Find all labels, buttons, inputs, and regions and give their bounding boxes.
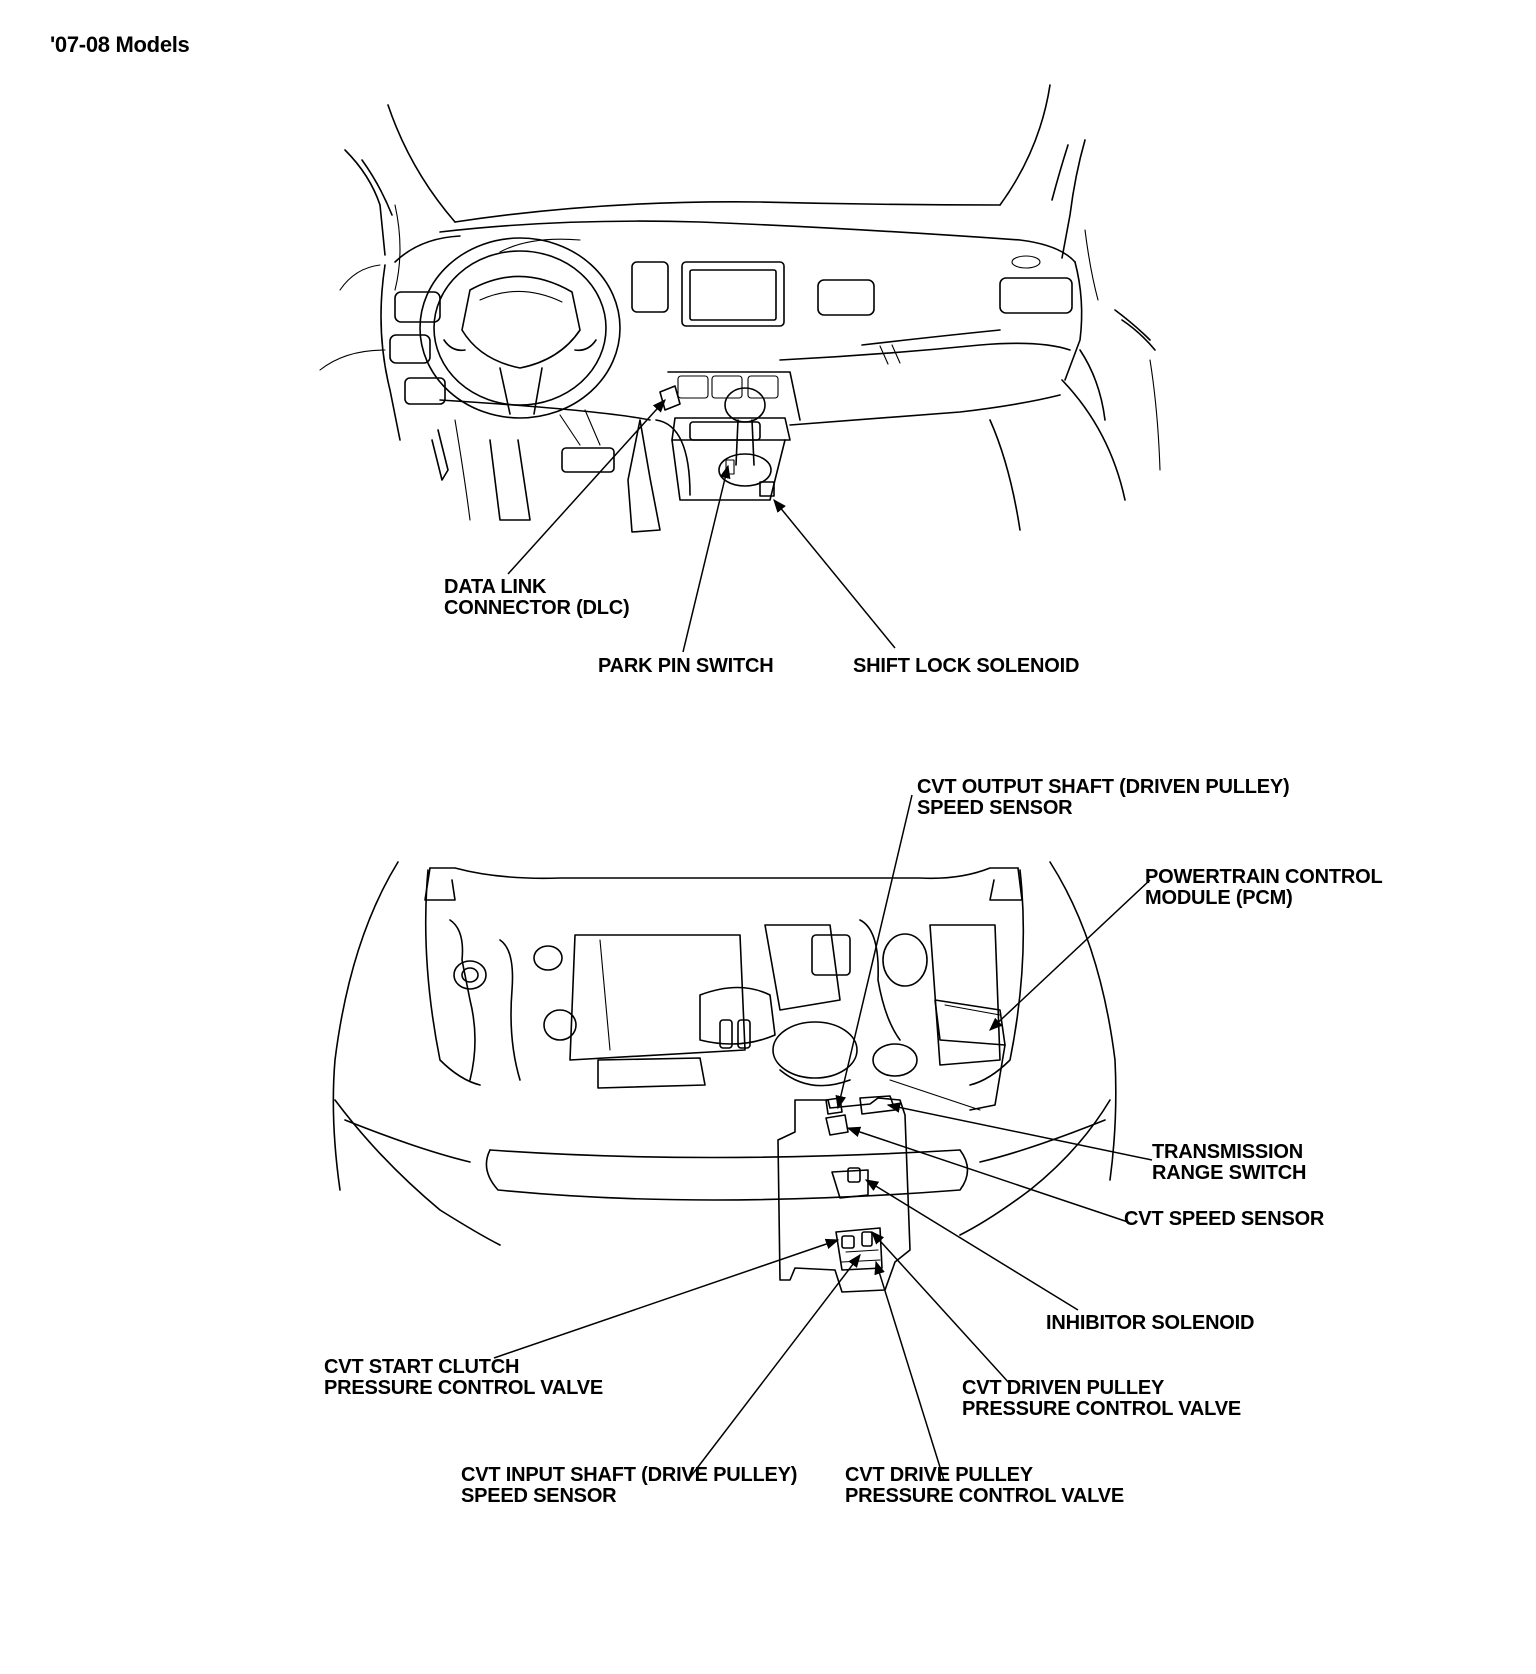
label-drive-pulley-valve: CVT DRIVE PULLEY PRESSURE CONTROL VALVE (845, 1465, 1124, 1507)
label-line: POWERTRAIN CONTROL (1145, 866, 1383, 888)
label-line: PARK PIN SWITCH (598, 655, 774, 677)
label-line: SPEED SENSOR (461, 1485, 617, 1507)
label-line: DATA LINK (444, 576, 547, 598)
label-line: CVT DRIVEN PULLEY (962, 1377, 1165, 1399)
label-start-clutch-valve: CVT START CLUTCH PRESSURE CONTROL VALVE (324, 1357, 603, 1399)
label-powertrain-control-module: POWERTRAIN CONTROL MODULE (PCM) (1145, 867, 1383, 909)
page-heading: '07-08 Models (50, 32, 190, 57)
label-line: CVT SPEED SENSOR (1124, 1208, 1325, 1230)
label-input-shaft-speed-sensor: CVT INPUT SHAFT (DRIVE PULLEY) SPEED SEN… (461, 1465, 797, 1507)
label-line: SPEED SENSOR (917, 797, 1073, 819)
label-line: PRESSURE CONTROL VALVE (962, 1398, 1241, 1420)
label-cvt-speed-sensor: CVT SPEED SENSOR (1124, 1209, 1324, 1230)
engine-bay-illustration (332, 861, 1117, 1293)
label-inhibitor-solenoid: INHIBITOR SOLENOID (1046, 1313, 1254, 1334)
dashboard-illustration (319, 84, 1161, 533)
label-line: INHIBITOR SOLENOID (1046, 1312, 1255, 1334)
label-driven-pulley-valve: CVT DRIVEN PULLEY PRESSURE CONTROL VALVE (962, 1378, 1241, 1420)
label-line: CVT INPUT SHAFT (DRIVE PULLEY) (461, 1464, 798, 1486)
label-line: PRESSURE CONTROL VALVE (845, 1485, 1124, 1507)
label-output-shaft-speed-sensor: CVT OUTPUT SHAFT (DRIVEN PULLEY) SPEED S… (917, 777, 1290, 819)
label-line: SHIFT LOCK SOLENOID (853, 655, 1080, 677)
label-park-pin-switch: PARK PIN SWITCH (598, 656, 774, 677)
label-data-link-connector: DATA LINK CONNECTOR (DLC) (444, 577, 630, 619)
engine-bay-leader-lines (493, 794, 1153, 1481)
label-line: MODULE (PCM) (1145, 887, 1293, 909)
dashboard-leader-lines (507, 398, 896, 653)
label-line: CONNECTOR (DLC) (444, 597, 630, 619)
label-line: RANGE SWITCH (1152, 1162, 1307, 1184)
label-line: PRESSURE CONTROL VALVE (324, 1377, 603, 1399)
label-line: CVT START CLUTCH (324, 1356, 520, 1378)
label-line: TRANSMISSION (1152, 1141, 1303, 1163)
label-line: CVT OUTPUT SHAFT (DRIVEN PULLEY) (917, 776, 1290, 798)
label-shift-lock-solenoid: SHIFT LOCK SOLENOID (853, 656, 1079, 677)
label-line: CVT DRIVE PULLEY (845, 1464, 1033, 1486)
label-transmission-range-switch: TRANSMISSION RANGE SWITCH (1152, 1142, 1306, 1184)
